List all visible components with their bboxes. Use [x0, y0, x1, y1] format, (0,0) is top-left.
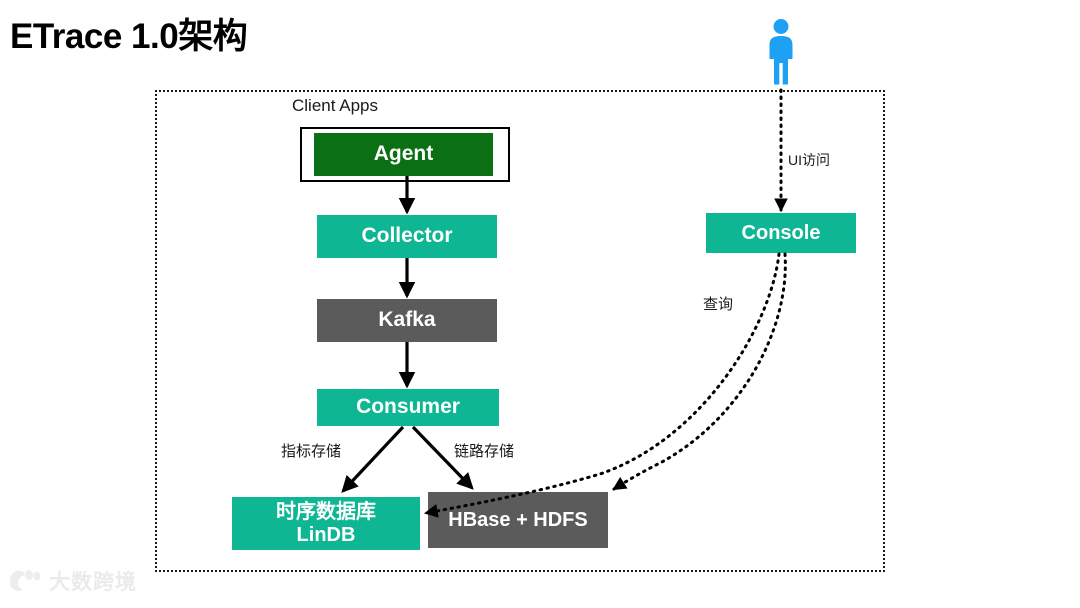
lindb-line-2: LinDB [296, 523, 356, 546]
page-title: ETrace 1.0架构 [10, 17, 248, 56]
node-consumer[interactable]: Consumer [317, 389, 499, 426]
node-console[interactable]: Console [706, 213, 856, 253]
client-apps-label: Client Apps [292, 96, 378, 115]
watermark-text: 大数跨境 [49, 571, 137, 594]
edge-label-ui-access: UI访问 [788, 152, 830, 168]
node-agent[interactable]: Agent [314, 133, 493, 176]
edge-label-trace-store: 链路存储 [454, 443, 515, 460]
edge-label-query: 查询 [703, 296, 734, 313]
watermark: 大数跨境 [8, 566, 137, 596]
lindb-line-1: 时序数据库 [276, 500, 376, 523]
user-person-icon [769, 19, 793, 85]
node-kafka[interactable]: Kafka [317, 299, 497, 342]
node-lindb[interactable]: 时序数据库 LinDB [232, 497, 420, 550]
node-collector[interactable]: Collector [317, 215, 497, 258]
paw-logo-icon [9, 570, 41, 592]
node-hbase-hdfs[interactable]: HBase + HDFS [428, 492, 608, 548]
system-boundary [155, 90, 885, 572]
edge-label-metric-store: 指标存储 [281, 443, 342, 460]
